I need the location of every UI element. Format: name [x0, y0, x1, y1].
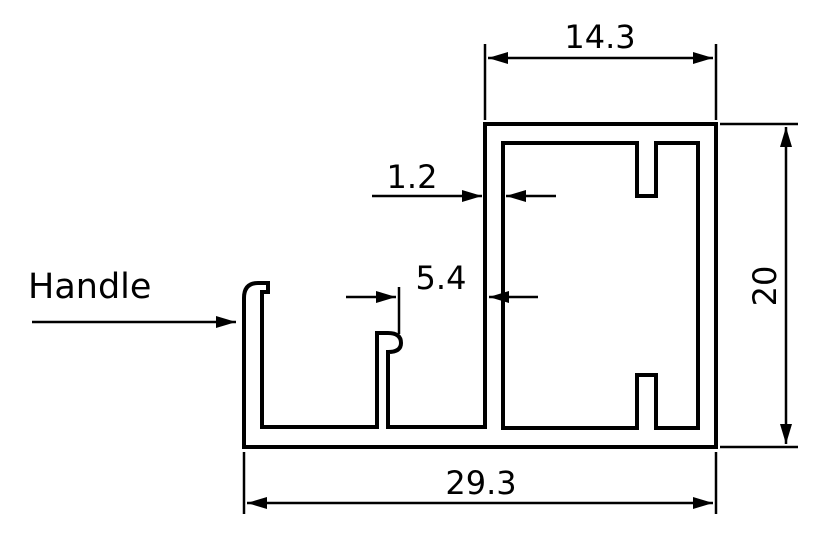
extrusion-profile	[242, 122, 718, 449]
dimension-total-width	[242, 452, 718, 514]
dim-wall-label: 1.2	[387, 158, 438, 196]
dim-total-width-label: 29.3	[445, 464, 516, 502]
handle-label: Handle	[28, 267, 151, 307]
dimension-slot	[346, 287, 538, 334]
dim-height-label: 20	[746, 266, 784, 307]
profile-inner-chamber	[501, 141, 700, 430]
dim-top-width-label: 14.3	[564, 18, 635, 56]
profile-outer-outline	[242, 122, 718, 449]
dimension-top-width	[483, 44, 718, 120]
dimension-height	[720, 122, 798, 449]
dim-slot-label: 5.4	[416, 259, 467, 297]
